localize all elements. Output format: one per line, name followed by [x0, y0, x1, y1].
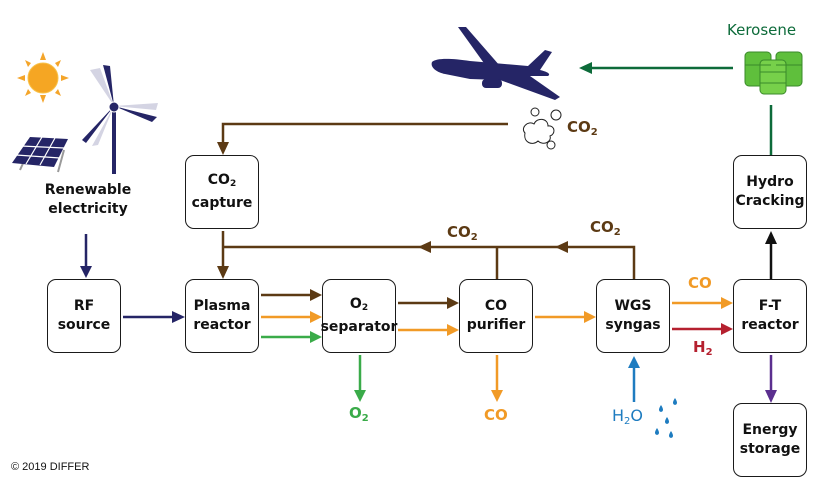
co2-return-label-1: CO2 — [447, 223, 478, 243]
arrow-plane-co2-to-capture — [221, 122, 508, 144]
energy-storage-line1: Energy — [742, 422, 798, 438]
co2-capture-box[interactable]: CO2 capture — [185, 155, 259, 229]
renewable-electricity-label: Renewable electricity — [28, 181, 148, 219]
sun-icon — [17, 52, 69, 103]
kerosene-label: Kerosene — [727, 21, 797, 39]
o2-separator-box[interactable]: O2 separator — [320, 279, 398, 353]
rf-source-box[interactable]: RF source — [47, 279, 121, 353]
hydro-cracking-box[interactable]: Hydro Cracking — [733, 155, 807, 229]
h2-to-ft-label: H2 — [693, 338, 713, 358]
kerosene-barrels-icon — [744, 51, 803, 95]
co2-return-1-main: CO — [447, 223, 471, 241]
co-out-label: CO — [484, 406, 508, 424]
co2-return-2-sub: 2 — [613, 227, 621, 238]
energy-storage-line2: storage — [739, 441, 801, 457]
airplane-icon — [431, 27, 560, 100]
co-purifier-line2: purifier — [466, 317, 526, 333]
co2-capture-line1: CO2 — [208, 171, 236, 194]
co2-capture-line2: capture — [191, 195, 253, 211]
water-drops-icon — [655, 398, 677, 438]
energy-storage-box[interactable]: Energy storage — [733, 403, 807, 477]
ft-reactor-line1: F-T — [758, 298, 782, 314]
o2-separator-line2: separator — [320, 319, 398, 335]
rf-source-line1: RF — [73, 298, 95, 314]
wind-turbine-icon — [82, 65, 158, 174]
emission-cloud-icon — [522, 107, 562, 150]
o2-out-main: O — [349, 404, 362, 422]
h2-main: H — [693, 338, 706, 356]
plasma-reactor-box[interactable]: Plasma reactor — [185, 279, 259, 353]
wgs-syngas-box[interactable]: WGS syngas — [596, 279, 670, 353]
wgs-syngas-line2: syngas — [605, 317, 661, 333]
hydro-cracking-line2: Cracking — [735, 193, 805, 209]
h2o-in-label: H2O — [612, 406, 643, 427]
arrowheads — [80, 62, 777, 403]
co2-plane-sub: 2 — [590, 127, 598, 138]
solar-panel-icon — [12, 136, 68, 173]
h2o-sub: 2 — [624, 416, 631, 427]
wgs-syngas-line1: WGS — [614, 298, 652, 314]
co2-return-2-main: CO — [590, 218, 614, 236]
renewable-line2: electricity — [48, 201, 128, 217]
h2-sub: 2 — [705, 347, 713, 358]
o2-main: O — [349, 296, 362, 312]
arrow-co2-return — [223, 245, 636, 279]
co2-return-label-2: CO2 — [590, 218, 621, 238]
rf-source-line2: source — [57, 317, 111, 333]
co-purifier-box[interactable]: CO purifier — [459, 279, 533, 353]
hydro-cracking-line1: Hydro — [746, 174, 794, 190]
co2-return-1-sub: 2 — [470, 232, 478, 243]
co-purifier-line1: CO — [484, 298, 508, 314]
o2-out-label: O2 — [349, 404, 369, 424]
ft-reactor-line2: reactor — [741, 317, 799, 333]
plasma-reactor-line2: reactor — [193, 317, 251, 333]
co2-plane-label: CO2 — [567, 118, 598, 138]
co2-main: CO — [207, 172, 230, 188]
co2-plane-main: CO — [567, 118, 591, 136]
o2-sub: 2 — [361, 303, 369, 313]
h2o-h: H — [612, 406, 625, 425]
co2-sub: 2 — [229, 179, 237, 189]
co-to-ft-label: CO — [688, 274, 712, 292]
o2-out-sub: 2 — [361, 413, 369, 424]
plasma-reactor-line1: Plasma — [193, 298, 251, 314]
o2-separator-line1: O2 — [350, 295, 368, 318]
h2o-o: O — [630, 406, 643, 425]
renewable-line1: Renewable — [44, 182, 132, 198]
ft-reactor-box[interactable]: F-T reactor — [733, 279, 807, 353]
copyright-notice: © 2019 DIFFER — [11, 461, 90, 473]
